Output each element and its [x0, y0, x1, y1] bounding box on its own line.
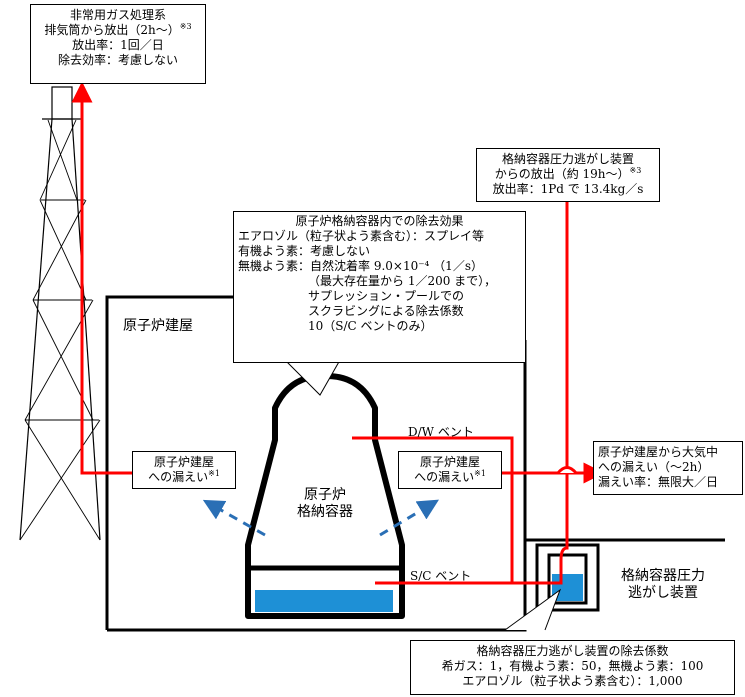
leak-left-line1: 原子炉建屋 — [153, 455, 214, 469]
leak-right-line2-text: への漏えい — [414, 470, 475, 484]
stack-release-efficiency: 除去効率：考慮しない — [57, 53, 178, 67]
callout-pointer-bottom — [504, 588, 562, 631]
containment-removal-limit: （最大存在量から 1／200 まで）， — [308, 274, 497, 288]
reactor-building-label: 原子炉建屋 — [123, 318, 193, 334]
vent-device-label-line2: 逃がし装置 — [628, 585, 698, 601]
atmosphere-leak-line2: への漏えい（～2h） — [598, 460, 710, 474]
vent-release-box: 格納容器圧力逃がし装置 からの放出（約 19h～）※3 放出率：1Pd で 13… — [476, 148, 660, 202]
sc-vent-label: S/C ベント — [410, 569, 472, 583]
containment-removal-scrubbing: スクラビングによる除去係数 — [308, 304, 464, 318]
stack-release-line2-text: 排気筒から放出（2h～） — [44, 23, 180, 37]
atmosphere-leak-rate: 漏えい率：無限大／日 — [598, 475, 719, 489]
containment-removal-organic: 有機よう素：考慮しない — [238, 244, 371, 258]
vent-device-label: 格納容器圧力 逃がし装置 — [605, 568, 721, 602]
containment-removal-pool: サプレッション・プールでの — [308, 289, 465, 303]
stack-release-line2: 排気筒から放出（2h～）※3 — [31, 23, 205, 38]
stack-release-rate: 放出率：1回／日 — [72, 38, 164, 52]
vent-release-line2-text: からの放出（約 19h～） — [494, 167, 630, 181]
leak-right-note: ※1 — [474, 469, 486, 478]
vent-factor-gases: 希ガス：1，有機よう素：50，無機よう素：100 — [441, 659, 704, 673]
vent-factor-title: 格納容器圧力逃がし装置の除去係数 — [476, 644, 669, 658]
atmosphere-leak-box: 原子炉建屋から大気中 への漏えい（～2h） 漏えい率：無限大／日 — [593, 441, 743, 495]
release-paths — [71, 81, 605, 585]
vent-release-rate: 放出率：1Pd で 13.4kg／s — [492, 182, 644, 196]
dw-vent-label: D/W ベント — [408, 425, 474, 439]
leak-left-note: ※1 — [208, 469, 220, 478]
vessel-label-line2: 格納容器 — [297, 504, 353, 520]
atmosphere-leak-line1: 原子炉建屋から大気中 — [598, 445, 719, 459]
leak-right-line1: 原子炉建屋 — [419, 455, 480, 469]
vent-device-factor-box: 格納容器圧力逃がし装置の除去係数 希ガス：1，有機よう素：50，無機よう素：10… — [410, 640, 735, 695]
vent-release-line2: からの放出（約 19h～）※3 — [477, 167, 659, 182]
leak-arrows — [202, 499, 440, 537]
vent-release-note: ※3 — [629, 166, 642, 175]
vent-factor-aerosol: エアロゾル（粒子状よう素含む）：1,000 — [462, 674, 683, 688]
suppression-pool-water — [255, 590, 393, 612]
containment-removal-aerosol: エアロゾル（粒子状よう素含む）：スプレイ等 — [238, 229, 485, 243]
vent-release-title: 格納容器圧力逃がし装置 — [501, 152, 634, 166]
leak-left-line2: への漏えい※1 — [133, 470, 235, 485]
containment-vessel-label: 原子炉 格納容器 — [280, 487, 370, 521]
leak-right-line2: への漏えい※1 — [399, 470, 501, 485]
filtered-vent-device — [535, 543, 600, 612]
containment-removal-inorganic: 無機よう素：自然沈着率 9.0×10⁻⁴ （1／s） — [238, 259, 483, 273]
leak-left-line2-text: への漏えい — [148, 470, 209, 484]
containment-removal-factor: 10（S/C ベントのみ） — [308, 319, 433, 333]
callout-pointer-top — [284, 359, 341, 396]
leak-right-box: 原子炉建屋 への漏えい※1 — [398, 451, 502, 489]
stack-chimney-top — [51, 86, 73, 120]
vent-device-label-line1: 格納容器圧力 — [621, 568, 705, 584]
containment-removal-title: 原子炉格納容器内での除去効果 — [295, 214, 464, 228]
vessel-label-line1: 原子炉 — [304, 487, 346, 503]
stack-release-title: 非常用ガス処理系 — [69, 8, 166, 22]
leak-left-box: 原子炉建屋 への漏えい※1 — [132, 451, 236, 489]
crossover-hop — [556, 466, 578, 475]
exhaust-stack-tower — [19, 86, 101, 541]
stack-release-note: ※3 — [179, 22, 192, 31]
stack-release-box: 非常用ガス処理系 排気筒から放出（2h～）※3 放出率：1回／日 除去効率：考慮… — [30, 4, 206, 84]
containment-removal-box: 原子炉格納容器内での除去効果 エアロゾル（粒子状よう素含む）：スプレイ等 有機よ… — [233, 211, 526, 363]
